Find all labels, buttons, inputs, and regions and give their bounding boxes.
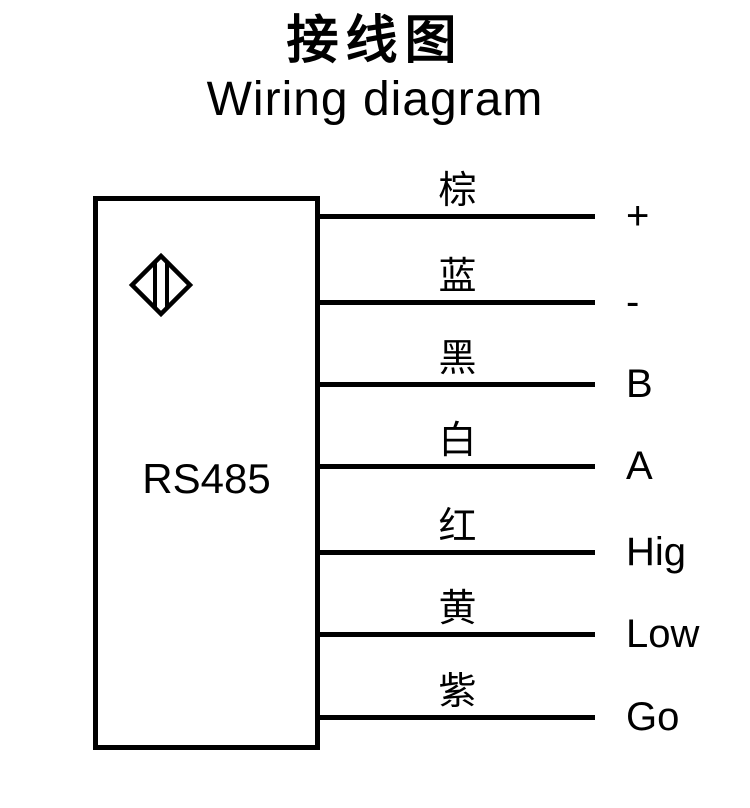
wire-color-label: 红 bbox=[438, 506, 477, 548]
diagram-title-zh: 接线图 bbox=[286, 12, 464, 70]
wire-color-label: 黑 bbox=[438, 338, 477, 380]
rs485-device-box bbox=[93, 196, 320, 750]
wire-color-label: 棕 bbox=[438, 170, 477, 212]
wire-line bbox=[320, 464, 595, 469]
terminal-label: + bbox=[626, 194, 650, 238]
wire-line bbox=[320, 382, 595, 387]
wire-line bbox=[320, 214, 595, 219]
wire-line bbox=[320, 715, 595, 720]
wire-row-brown: 棕 + bbox=[320, 162, 750, 242]
proximity-sensor-diamond-icon bbox=[128, 252, 194, 318]
wire-row-red: 红 Hig bbox=[320, 498, 750, 578]
wire-row-blue: 蓝 - bbox=[320, 248, 750, 328]
terminal-label: B bbox=[626, 362, 653, 406]
wire-row-white: 白 A bbox=[320, 412, 750, 492]
terminal-label: Low bbox=[626, 612, 700, 656]
terminal-label: Go bbox=[626, 695, 680, 739]
diagram-title-en: Wiring diagram bbox=[206, 73, 544, 126]
wire-color-label: 紫 bbox=[438, 671, 477, 713]
terminal-label: Hig bbox=[626, 530, 687, 574]
wire-line bbox=[320, 550, 595, 555]
wire-row-black: 黑 B bbox=[320, 330, 750, 410]
wire-row-yellow: 黄 Low bbox=[320, 580, 750, 660]
wire-color-label: 白 bbox=[438, 420, 477, 462]
wire-color-label: 黄 bbox=[438, 588, 477, 630]
wire-line bbox=[320, 300, 595, 305]
wire-color-label: 蓝 bbox=[438, 256, 477, 298]
terminal-label: - bbox=[626, 280, 640, 324]
wire-line bbox=[320, 632, 595, 637]
wire-row-purple: 紫 Go bbox=[320, 663, 750, 743]
terminal-label: A bbox=[626, 444, 653, 488]
device-label: RS485 bbox=[142, 455, 271, 502]
